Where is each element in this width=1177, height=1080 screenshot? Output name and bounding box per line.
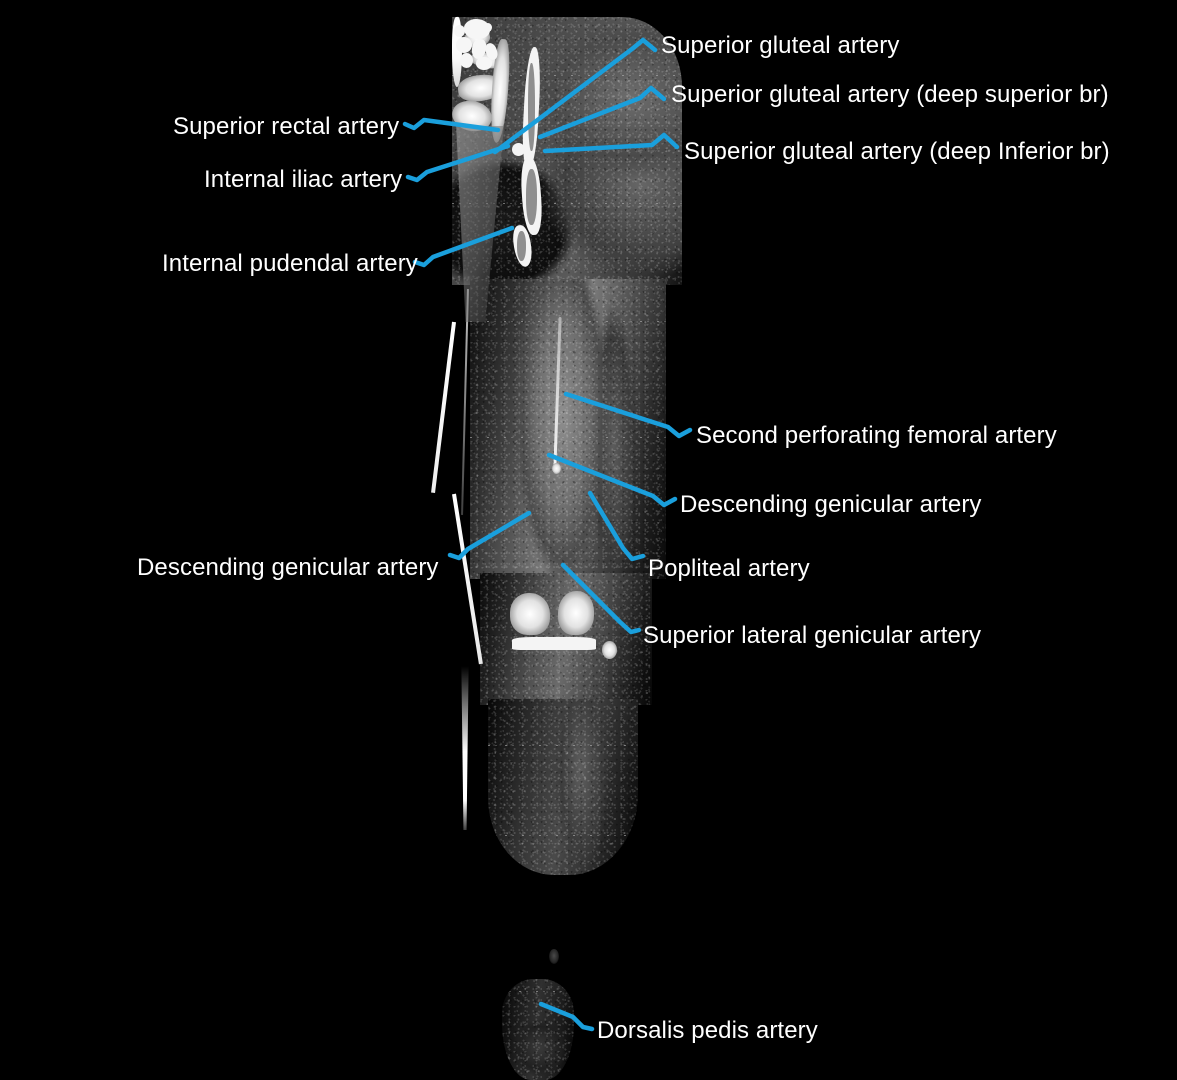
label-descending-genicular-artery-upper: Descending genicular artery: [680, 491, 982, 518]
lateral-femoral-condyle: [558, 591, 594, 635]
ct-noise-texture: [470, 279, 666, 579]
vessel-lumen: [528, 63, 535, 151]
ct-noise-texture: [488, 699, 638, 875]
label-superior-gluteal-artery-deep-inferior-br: Superior gluteal artery (deep Inferior b…: [684, 138, 1110, 165]
label-superior-lateral-genicular-artery: Superior lateral genicular artery: [643, 622, 982, 649]
foot-bone-cluster: [452, 19, 506, 888]
vessel-lumen: [526, 169, 537, 225]
tibia-cortex-medial: [431, 321, 456, 493]
ct-noise-texture: [502, 979, 574, 1080]
ct-scan-image: [431, 16, 682, 1080]
label-internal-iliac-artery: Internal iliac artery: [204, 166, 403, 193]
fibular-head: [602, 641, 617, 659]
tibia-marrow-contrast: [461, 666, 469, 830]
descending-genicular-origin: [552, 463, 561, 474]
ct-stitch-line: [470, 321, 666, 322]
internal-iliac-branch-node: [512, 143, 525, 156]
ct-region-thigh: [470, 279, 666, 579]
ct-stitch-line: [470, 437, 666, 438]
ct-region-foot: [502, 979, 574, 1080]
tibial-plateau: [512, 637, 596, 650]
tarsal-bone: [454, 25, 465, 37]
tarsal-bone: [460, 53, 473, 68]
label-superior-rectal-artery: Superior rectal artery: [173, 113, 400, 140]
tarsal-bone: [456, 37, 472, 53]
dorsalis-pedis-contrast: [484, 23, 492, 32]
tarsal-bone: [476, 57, 492, 70]
ct-stitch-line: [488, 745, 638, 746]
ct-stitch-line: [488, 835, 638, 836]
ct-region-calf: [488, 699, 638, 875]
ct-isolated-blob: [549, 949, 559, 964]
label-descending-genicular-artery-lower: Descending genicular artery: [137, 554, 439, 581]
tarsal-bone: [464, 19, 490, 39]
label-second-perforating-femoral-artery: Second perforating femoral artery: [696, 422, 1057, 449]
vessel-lumen: [517, 231, 526, 261]
label-internal-pudendal-artery: Internal pudendal artery: [162, 250, 418, 277]
label-superior-gluteal-artery-deep-superior-br: Superior gluteal artery (deep superior b…: [671, 81, 1109, 108]
label-superior-gluteal-artery: Superior gluteal artery: [661, 32, 900, 59]
medial-femoral-condyle: [510, 593, 550, 635]
lateral-fascia-line: [461, 289, 469, 515]
ct-stitch-line: [502, 991, 574, 992]
